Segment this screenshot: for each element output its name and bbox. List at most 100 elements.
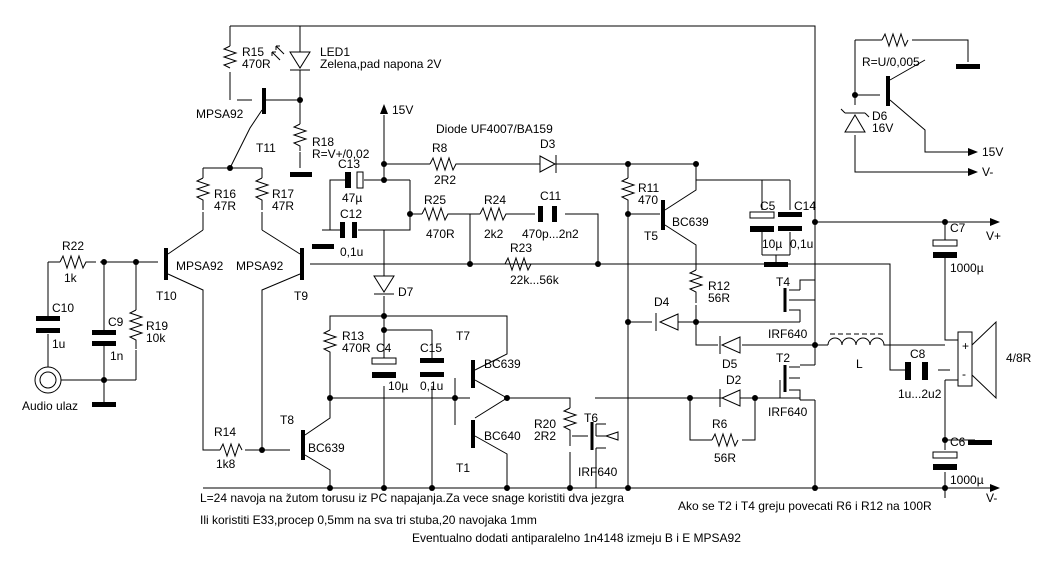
speaker-plus: + bbox=[962, 339, 969, 353]
d3-ref: D3 bbox=[540, 137, 556, 151]
r24-body bbox=[479, 206, 515, 222]
r12-body bbox=[688, 269, 704, 303]
r19-value: 10k bbox=[146, 331, 166, 345]
inset-d6-ref: D6 bbox=[872, 109, 888, 123]
t7-ref: T7 bbox=[456, 329, 470, 343]
c4-value: 10µ bbox=[388, 379, 408, 393]
c10-ref: C10 bbox=[52, 301, 74, 315]
r24-value: 2k2 bbox=[484, 227, 504, 241]
inset-15v: 15V bbox=[982, 145, 1003, 159]
t9-part: MPSA92 bbox=[236, 259, 284, 273]
c15-ref: C15 bbox=[420, 341, 442, 355]
r15-body bbox=[222, 45, 238, 69]
r16-ref: R16 bbox=[214, 187, 236, 201]
c11-cap bbox=[538, 206, 557, 222]
r23-ref: R23 bbox=[510, 241, 532, 255]
led1-desc: Zelena,pad napona 2V bbox=[320, 57, 441, 71]
r19-body bbox=[128, 309, 144, 349]
t6-part: IRF640 bbox=[578, 465, 618, 479]
audio-input-jack[interactable] bbox=[34, 366, 62, 394]
r17-body bbox=[254, 177, 270, 210]
c13-value: 47µ bbox=[342, 191, 362, 205]
diode-note: Diode UF4007/BA159 bbox=[436, 122, 553, 136]
note-line-1: L=24 navoja na žutom torusu iz PC napaja… bbox=[200, 491, 624, 505]
t8-ref: T8 bbox=[280, 413, 294, 427]
r23-value: 22k...56k bbox=[510, 273, 560, 287]
t10-part: MPSA92 bbox=[176, 259, 224, 273]
c12-value: 0,1u bbox=[340, 245, 363, 259]
t1-base-bar bbox=[471, 420, 475, 448]
c9-value: 1n bbox=[110, 349, 123, 363]
r18-value: R=V+/0,02 bbox=[312, 147, 370, 161]
d4-ref: D4 bbox=[654, 295, 670, 309]
r25-ref: R25 bbox=[424, 193, 446, 207]
d5-ref: D5 bbox=[722, 357, 738, 371]
r22-body bbox=[59, 254, 96, 270]
c4-ref: C4 bbox=[376, 341, 392, 355]
t2-part: IRF640 bbox=[768, 405, 808, 419]
c5-cap bbox=[749, 211, 775, 232]
r16-value: 47R bbox=[214, 199, 236, 213]
r11-ref: R11 bbox=[638, 181, 659, 195]
r25-body bbox=[421, 206, 454, 222]
r13-ref: R13 bbox=[342, 329, 364, 343]
ground-symbols bbox=[92, 64, 992, 445]
t6-ref: T6 bbox=[584, 411, 598, 425]
d2-diode bbox=[719, 389, 741, 407]
r22-value: 1k bbox=[64, 271, 78, 285]
r6-value: 56R bbox=[714, 451, 736, 465]
note-right: Ako se T2 i T4 greju povecati R6 i R12 n… bbox=[678, 499, 932, 513]
r20-ref: R20 bbox=[534, 417, 556, 431]
r14-value: 1k8 bbox=[216, 457, 236, 471]
r15-ref: R15 bbox=[242, 45, 264, 59]
t2-ref: T2 bbox=[776, 351, 790, 365]
transistors bbox=[164, 76, 890, 460]
led1-ref: LED1 bbox=[320, 45, 350, 59]
r13-value: 470R bbox=[342, 341, 371, 355]
resistors bbox=[59, 32, 909, 458]
speaker-minus: - bbox=[962, 367, 966, 381]
c11-ref: C11 bbox=[540, 189, 561, 203]
t10-ref: T10 bbox=[156, 289, 177, 303]
r8-ref: R8 bbox=[432, 141, 448, 155]
r20-value: 2R2 bbox=[534, 429, 556, 443]
r19-ref: R19 bbox=[146, 319, 168, 333]
d3-diode bbox=[530, 155, 557, 173]
c6-ref: C6 bbox=[950, 435, 966, 449]
inductor-ref: L bbox=[856, 357, 863, 371]
inset-d6-value: 16V bbox=[872, 121, 893, 135]
t11-part: MPSA92 bbox=[196, 107, 244, 121]
c10-cap bbox=[36, 316, 60, 333]
c5-value: 10µ bbox=[762, 237, 782, 251]
note-line-3: Eventualno dodati antiparalelno 1n4148 i… bbox=[412, 531, 741, 545]
c9-ref: C9 bbox=[108, 315, 124, 329]
c13-ref: C13 bbox=[338, 157, 360, 171]
r12-value: 56R bbox=[708, 291, 730, 305]
r8-body bbox=[429, 156, 466, 172]
t5-part: BC639 bbox=[672, 215, 709, 229]
d5-diode bbox=[719, 336, 741, 354]
c8-cap bbox=[905, 362, 928, 380]
r14-body bbox=[219, 442, 243, 458]
t7-base-bar bbox=[471, 360, 475, 388]
c7-cap bbox=[932, 239, 958, 258]
r15-value: 470R bbox=[242, 57, 271, 71]
t4-part: IRF640 bbox=[768, 327, 808, 341]
d6-zener bbox=[840, 108, 870, 133]
r17-value: 47R bbox=[272, 199, 294, 213]
d4-diode bbox=[655, 313, 679, 331]
r18-ref: R18 bbox=[312, 135, 334, 149]
c6-value: 1000µ bbox=[950, 473, 984, 487]
labels: R15 470R LED1 Zelena,pad napona 2V MPSA9… bbox=[22, 45, 1032, 545]
r8-value: 2R2 bbox=[434, 173, 456, 187]
t6-mosfet bbox=[572, 422, 619, 450]
audio-input-label: Audio ulaz bbox=[22, 399, 78, 413]
c13-cap bbox=[345, 171, 364, 189]
r13-body bbox=[322, 329, 338, 358]
r24-ref: R24 bbox=[484, 193, 506, 207]
r6-ref: R6 bbox=[712, 417, 728, 431]
t9-base-bar bbox=[300, 248, 304, 280]
t8-part: BC639 bbox=[308, 441, 345, 455]
d7-ref: D7 bbox=[398, 285, 414, 299]
